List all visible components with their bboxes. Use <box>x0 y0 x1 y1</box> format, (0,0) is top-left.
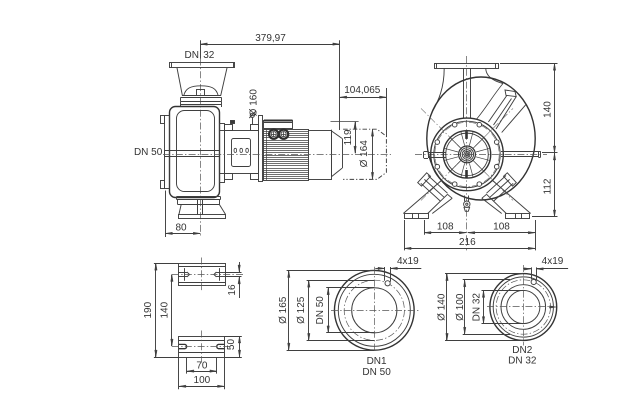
svg-text:DN2: DN2 <box>512 345 532 356</box>
svg-text:Ø 100: Ø 100 <box>455 293 466 321</box>
svg-text:119: 119 <box>343 129 354 145</box>
svg-text:DN 50: DN 50 <box>362 367 391 378</box>
svg-text:50: 50 <box>226 339 237 351</box>
svg-text:Ø 164: Ø 164 <box>359 140 370 168</box>
svg-text:70: 70 <box>196 360 208 371</box>
svg-text:DN 32: DN 32 <box>471 293 482 322</box>
svg-text:379,97: 379,97 <box>255 33 286 44</box>
svg-text:140: 140 <box>159 301 170 318</box>
svg-text:Ø 140: Ø 140 <box>436 293 447 321</box>
svg-text:4x19: 4x19 <box>397 256 419 267</box>
svg-text:DN 50: DN 50 <box>134 147 163 158</box>
svg-text:4x19: 4x19 <box>542 256 564 267</box>
svg-text:DN 50: DN 50 <box>315 296 326 325</box>
svg-text:108: 108 <box>437 221 454 232</box>
svg-text:DN 32: DN 32 <box>508 356 537 367</box>
svg-text:DN1: DN1 <box>367 356 387 367</box>
svg-text:Ø 165: Ø 165 <box>278 296 289 324</box>
svg-text:112: 112 <box>542 178 553 194</box>
svg-text:100: 100 <box>194 375 211 386</box>
svg-text:104,065: 104,065 <box>344 85 381 96</box>
svg-text:32: 32 <box>203 50 215 61</box>
svg-text:Ø 125: Ø 125 <box>296 296 307 324</box>
svg-text:190: 190 <box>143 301 154 318</box>
svg-text:DN: DN <box>185 50 199 61</box>
svg-text:140: 140 <box>542 101 553 118</box>
svg-text:80: 80 <box>175 223 187 234</box>
svg-text:16: 16 <box>227 284 238 296</box>
svg-text:108: 108 <box>493 221 510 232</box>
svg-text:Ø 160: Ø 160 <box>249 89 260 117</box>
svg-text:216: 216 <box>459 237 476 248</box>
